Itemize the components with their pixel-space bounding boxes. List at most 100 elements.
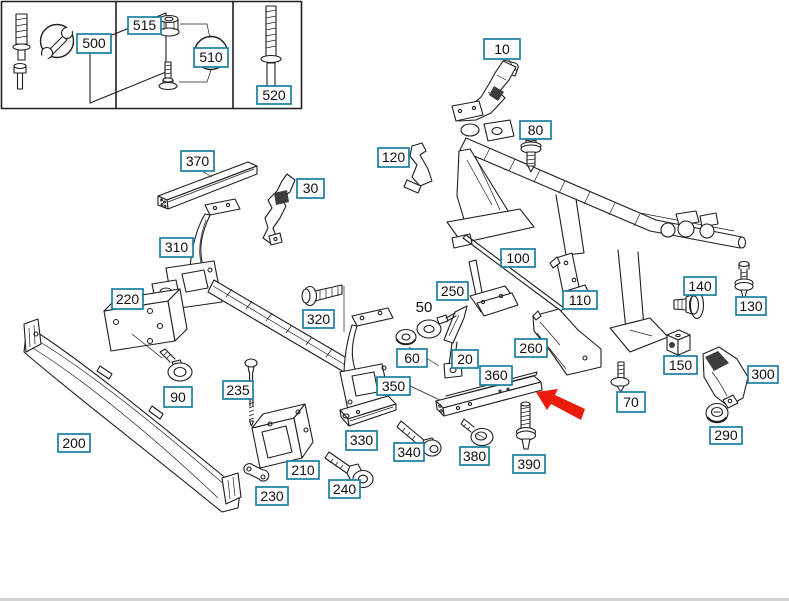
svg-text:250: 250 (441, 283, 465, 299)
callout-510[interactable]: 510 (193, 47, 229, 68)
callout-230[interactable]: 230 (255, 486, 289, 506)
callout-70[interactable]: 70 (616, 391, 646, 413)
callout-200[interactable]: 200 (57, 433, 91, 453)
callout-210[interactable]: 210 (286, 460, 320, 480)
part-290-drawing (705, 402, 729, 424)
callout-220[interactable]: 220 (111, 288, 144, 310)
part-370-drawing (157, 161, 258, 210)
svg-text:30: 30 (303, 180, 319, 196)
callout-390[interactable]: 390 (512, 454, 546, 474)
callout-340[interactable]: 340 (393, 442, 425, 462)
callout-20[interactable]: 20 (451, 349, 479, 369)
callout-250[interactable]: 250 (436, 281, 469, 301)
svg-text:360: 360 (484, 367, 508, 383)
svg-text:370: 370 (186, 153, 210, 169)
part-130-drawing (734, 260, 754, 298)
svg-text:20: 20 (457, 351, 473, 367)
part-140-drawing (673, 290, 705, 320)
part-330-drawing (339, 395, 397, 427)
callout-290[interactable]: 290 (709, 426, 743, 445)
callout-380[interactable]: 380 (459, 446, 490, 466)
callout-130[interactable]: 130 (735, 296, 767, 316)
svg-text:60: 60 (404, 350, 420, 366)
callout-100[interactable]: 100 (500, 248, 536, 268)
svg-text:380: 380 (463, 448, 487, 464)
callout-300[interactable]: 300 (747, 365, 779, 384)
part-200-drawing (23, 318, 242, 513)
svg-text:80: 80 (528, 122, 544, 138)
svg-text:390: 390 (517, 456, 541, 472)
svg-text:515: 515 (133, 17, 157, 33)
svg-text:210: 210 (291, 462, 315, 478)
callout-500[interactable]: 500 (76, 33, 112, 54)
svg-text:350: 350 (382, 378, 406, 394)
part-100-drawing (462, 234, 565, 312)
callout-515[interactable]: 515 (127, 16, 162, 35)
callout-260[interactable]: 260 (514, 338, 548, 358)
part-30-drawing (262, 173, 296, 246)
part-50-drawing (416, 312, 457, 339)
bottom-edge-line (0, 598, 789, 601)
svg-text:10: 10 (494, 41, 510, 57)
part-250-drawing (468, 259, 519, 317)
legend-part-500-drawing (12, 12, 167, 104)
svg-text:110: 110 (569, 292, 592, 308)
callout-80[interactable]: 80 (519, 120, 552, 140)
callout-120[interactable]: 120 (377, 147, 410, 168)
svg-text:300: 300 (751, 366, 775, 382)
callout-90[interactable]: 90 (163, 386, 193, 408)
callout-110[interactable]: 110 (562, 290, 598, 310)
svg-text:240: 240 (333, 481, 357, 497)
part-300-drawing (702, 346, 749, 409)
part-70-drawing (610, 361, 630, 393)
svg-text:510: 510 (199, 49, 223, 65)
highlight-arrow (536, 389, 585, 420)
callout-30[interactable]: 30 (296, 178, 325, 199)
svg-text:100: 100 (506, 250, 530, 266)
svg-text:90: 90 (170, 389, 186, 405)
svg-text:150: 150 (669, 357, 693, 373)
svg-text:230: 230 (260, 488, 284, 504)
callout-50[interactable]: 50 (416, 299, 433, 316)
svg-text:120: 120 (382, 149, 406, 165)
part-210-drawing (251, 403, 314, 469)
wrench-icon (39, 23, 75, 61)
part-150-drawing (666, 329, 691, 356)
part-60-drawing (395, 328, 417, 346)
part-10-drawing (446, 59, 747, 353)
callout-310[interactable]: 310 (159, 237, 194, 258)
callout-360[interactable]: 360 (479, 365, 513, 386)
svg-text:520: 520 (262, 87, 286, 103)
callout-370[interactable]: 370 (180, 150, 215, 172)
part-230-drawing (243, 463, 270, 482)
part-90-drawing (159, 348, 193, 382)
svg-text:70: 70 (623, 394, 639, 410)
svg-text:200: 200 (62, 435, 86, 451)
callout-140[interactable]: 140 (683, 276, 717, 296)
part-260-drawing (532, 308, 602, 376)
part-390-drawing (515, 401, 537, 450)
svg-text:50: 50 (416, 299, 433, 316)
legend-part-520-drawing (260, 5, 282, 98)
callouts: 500 515 510 520 10 30 370 310 120 80 100… (57, 16, 779, 506)
svg-text:260: 260 (519, 340, 543, 356)
callout-350[interactable]: 350 (376, 376, 411, 396)
callout-60[interactable]: 60 (396, 348, 428, 368)
callout-150[interactable]: 150 (663, 355, 698, 375)
svg-text:130: 130 (739, 298, 763, 314)
svg-text:220: 220 (116, 291, 140, 307)
svg-text:320: 320 (307, 311, 331, 327)
callout-520[interactable]: 520 (256, 85, 292, 105)
callout-240[interactable]: 240 (328, 479, 361, 499)
callout-330[interactable]: 330 (345, 430, 378, 451)
svg-text:500: 500 (82, 35, 106, 51)
part-320-drawing (301, 284, 343, 307)
callout-235[interactable]: 235 (222, 380, 254, 400)
svg-text:235: 235 (226, 382, 250, 398)
svg-text:140: 140 (688, 278, 712, 294)
callout-10[interactable]: 10 (483, 38, 521, 60)
svg-text:340: 340 (397, 444, 421, 460)
svg-text:290: 290 (714, 427, 738, 443)
callout-320[interactable]: 320 (302, 309, 335, 329)
